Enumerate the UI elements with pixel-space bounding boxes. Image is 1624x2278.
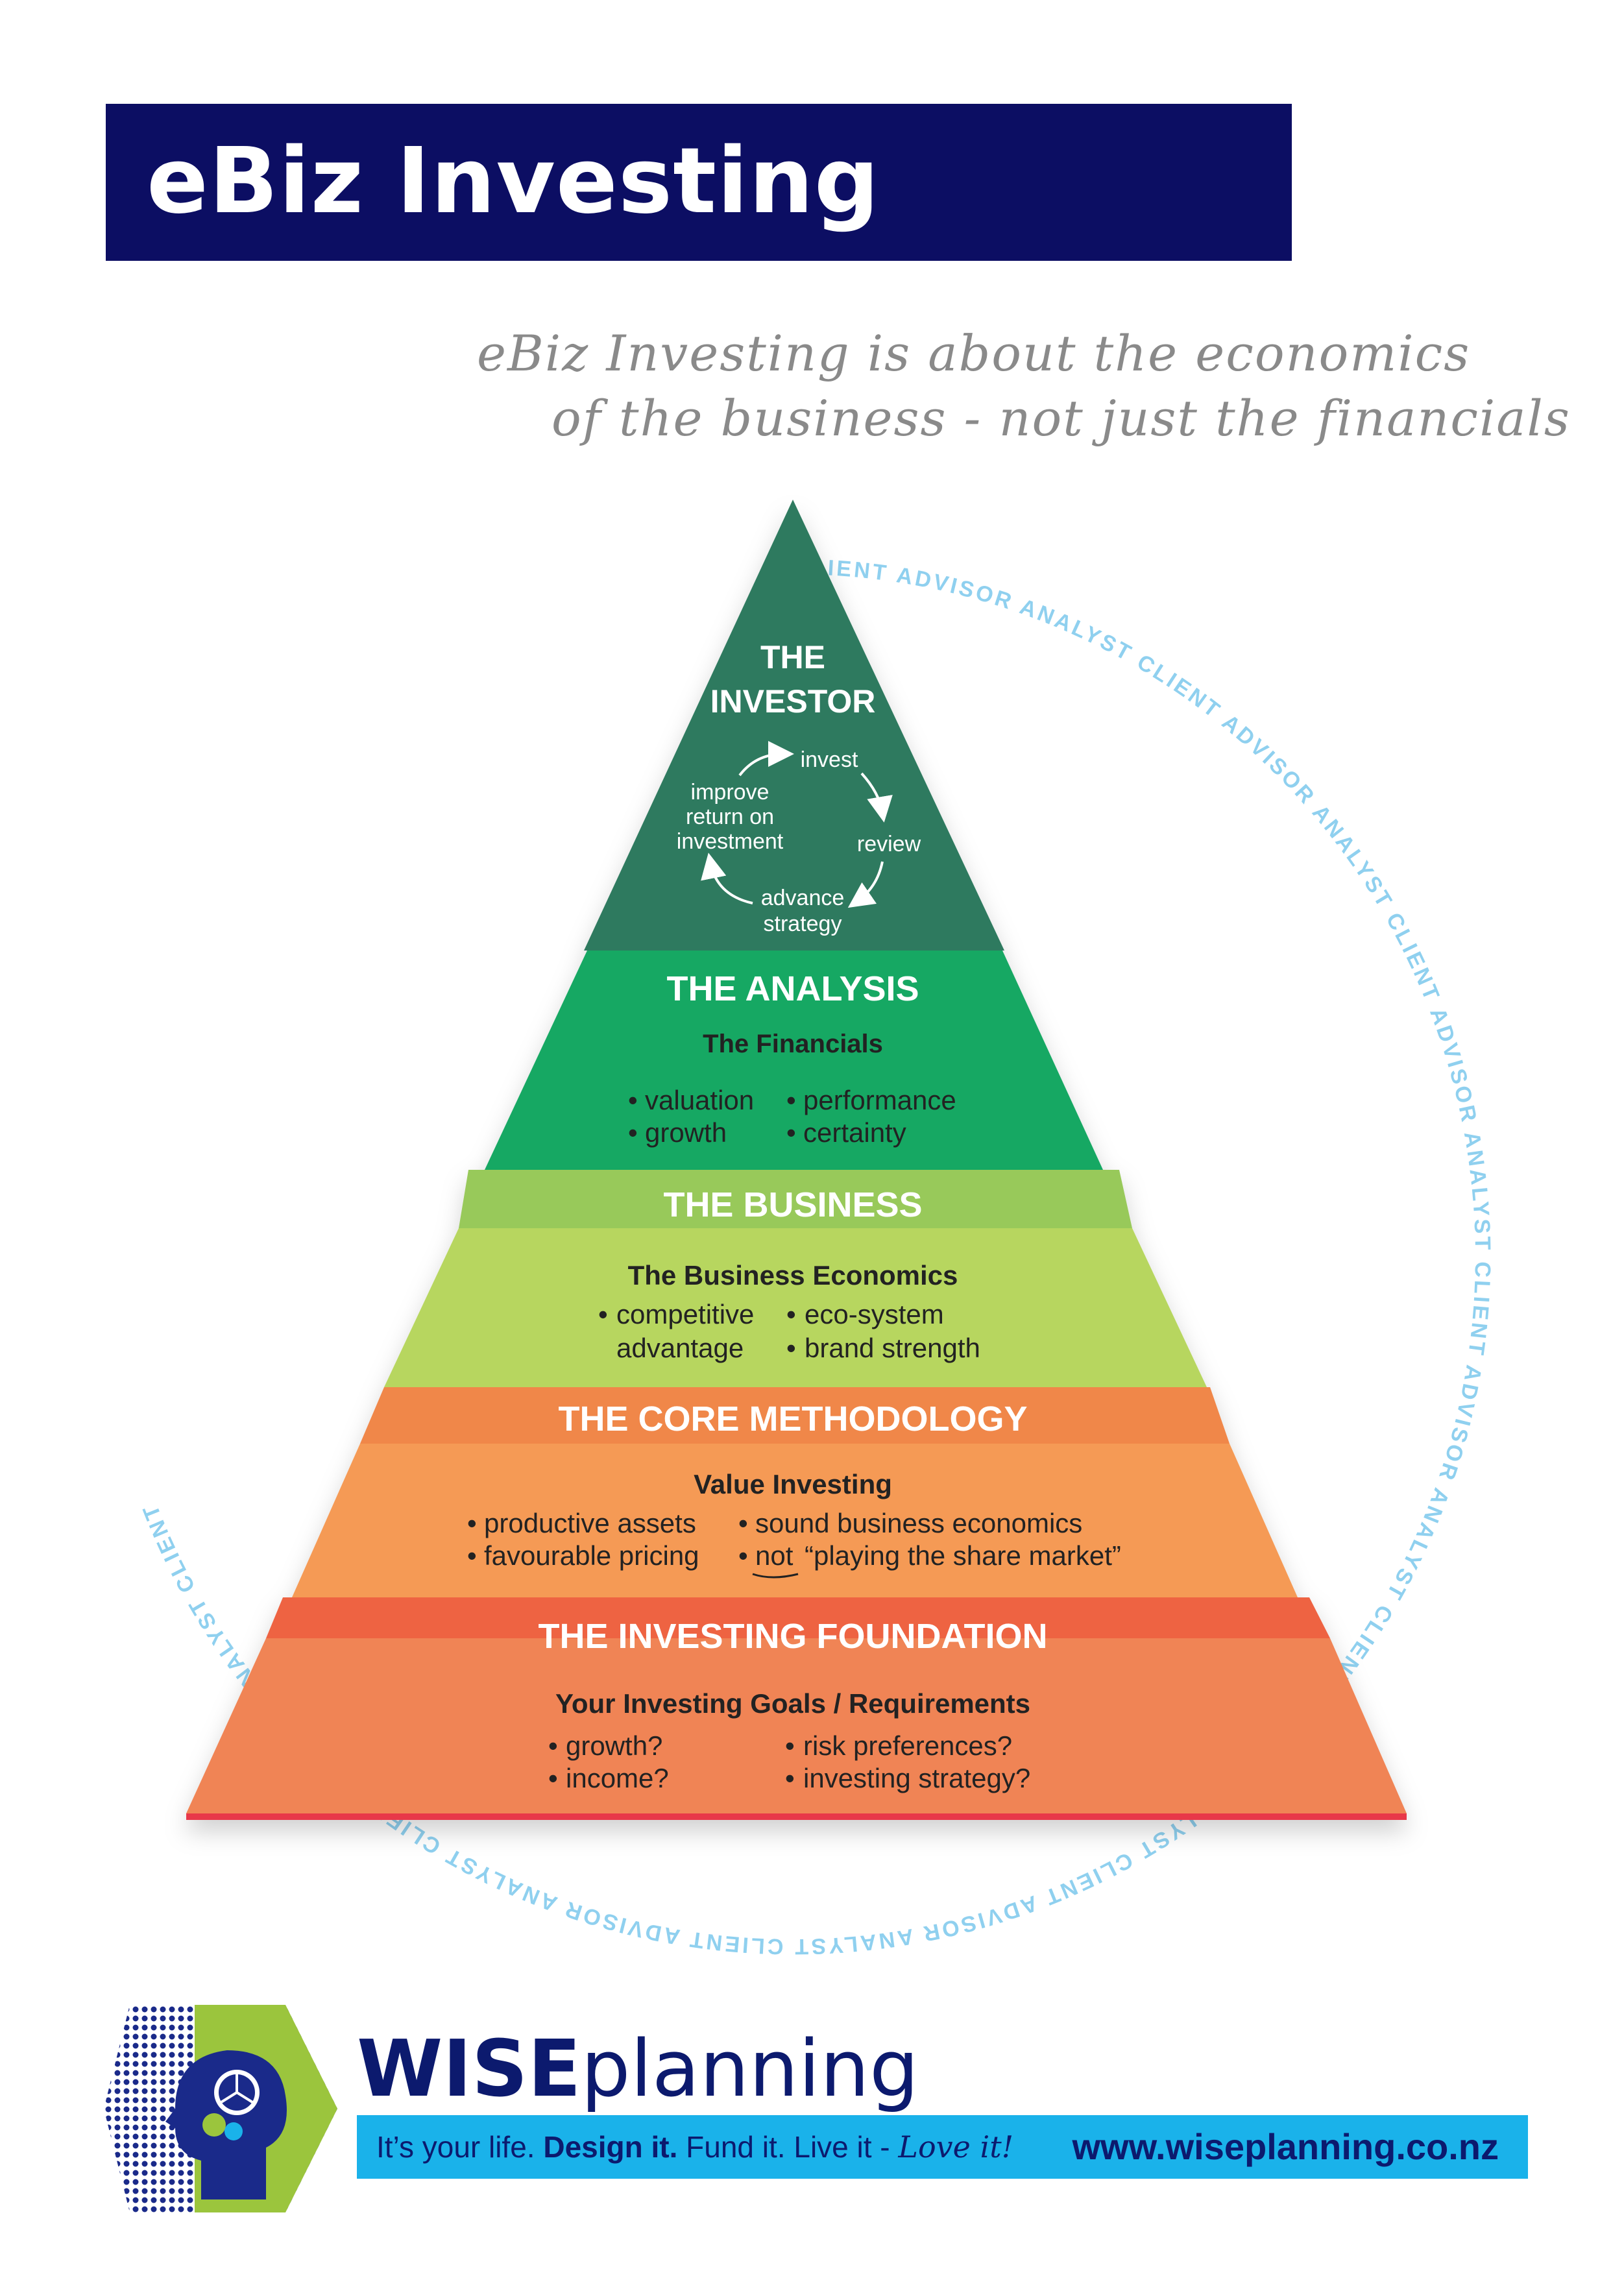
- analysis-subtitle: The Financials: [703, 1030, 883, 1058]
- foundation-item-growth: growth?: [566, 1730, 662, 1761]
- investor-title-1: THE: [760, 639, 825, 675]
- business-tier: [384, 1228, 1207, 1387]
- business-item-brand-strength: brand strength: [805, 1333, 980, 1363]
- methodology-bullet-2: •: [467, 1540, 477, 1571]
- analysis-title: THE ANALYSIS: [666, 969, 919, 1008]
- page-title: eBiz Investing: [147, 128, 880, 234]
- website-link[interactable]: www.wiseplanning.co.nz: [1072, 2126, 1499, 2167]
- foundation-subtitle: Your Investing Goals / Requirements: [555, 1688, 1030, 1719]
- foundation-bullet-1: •: [548, 1730, 558, 1761]
- business-item-advantage: advantage: [616, 1333, 744, 1363]
- slogan: It’s your life. Design it. Fund it. Live…: [376, 2129, 1013, 2164]
- business-subtitle: The Business Economics: [628, 1260, 958, 1290]
- investor-title-2: INVESTOR: [710, 683, 876, 720]
- slogan-part-2: Design it.: [543, 2130, 678, 2164]
- foundation-bullet-3: •: [785, 1730, 795, 1761]
- title-banner: eBiz Investing: [106, 104, 1292, 261]
- arrow-improve-to-invest: [738, 741, 794, 777]
- foundation-tier: [186, 1638, 1407, 1813]
- analysis-bullet-1: •: [628, 1085, 638, 1115]
- foundation-base-line: [186, 1813, 1407, 1820]
- wiseplanning-logo-icon: [104, 2005, 337, 2212]
- foundation-item-strategy: investing strategy?: [803, 1763, 1030, 1793]
- tagline-line-2: of the business - not just the financial…: [551, 389, 1571, 447]
- slogan-part-4: Love it!: [898, 2129, 1014, 2164]
- arrow-review-to-advance: [847, 861, 884, 908]
- methodology-tier: [292, 1444, 1298, 1597]
- foundation-item-income: income?: [566, 1763, 669, 1793]
- analysis-bullet-4: •: [786, 1117, 796, 1148]
- arrow-advance-to-improve: [701, 853, 753, 904]
- cycle-advance-2: strategy: [764, 912, 842, 936]
- analysis-item-performance: performance: [803, 1085, 956, 1115]
- foundation-bullet-2: •: [548, 1763, 558, 1793]
- business-bullet-2: •: [786, 1299, 796, 1329]
- analysis-tier: [485, 951, 1103, 1170]
- methodology-item-favourable-pricing: favourable pricing: [484, 1540, 699, 1571]
- analysis-item-growth: growth: [645, 1117, 727, 1148]
- foundation-item-risk: risk preferences?: [803, 1730, 1012, 1761]
- business-item-competitive: competitive: [616, 1299, 754, 1329]
- methodology-subtitle: Value Investing: [694, 1469, 892, 1499]
- business-item-eco-system: eco-system: [805, 1299, 944, 1329]
- business-title: THE BUSINESS: [663, 1185, 922, 1224]
- brand-name: WISEplanning: [357, 2024, 919, 2114]
- analysis-item-valuation: valuation: [645, 1085, 754, 1115]
- tagline-line-1: eBiz Investing is about the economics: [477, 324, 1471, 382]
- slogan-bar: It’s your life. Design it. Fund it. Live…: [357, 2115, 1528, 2179]
- methodology-item-not: not: [755, 1540, 794, 1571]
- investor-cycle: [701, 741, 893, 908]
- analysis-bullet-3: •: [786, 1085, 796, 1115]
- arrow-invest-to-review: [860, 772, 893, 823]
- analysis-item-certainty: certainty: [803, 1117, 906, 1148]
- foundation-band: [266, 1597, 1330, 1638]
- cycle-improve-3: investment: [677, 829, 784, 854]
- methodology-bullet-3: •: [738, 1508, 748, 1538]
- cycle-invest: invest: [801, 747, 858, 772]
- investor-tier: [584, 500, 1004, 951]
- brand-light: planning: [581, 2024, 919, 2114]
- foundation-bullet-4: •: [785, 1763, 795, 1793]
- cycle-review: review: [857, 832, 921, 856]
- slogan-part-1: It’s your life.: [376, 2130, 544, 2164]
- investing-pyramid-diagram: CLIENT ADVISOR ANALYST CLIENT ADVISOR AN…: [138, 500, 1492, 1959]
- methodology-title: THE CORE METHODOLOGY: [558, 1400, 1027, 1438]
- pyramid: [186, 500, 1407, 1820]
- methodology-bullet-1: •: [467, 1508, 477, 1538]
- methodology-bullet-4: •: [738, 1540, 748, 1571]
- methodology-item-productive-assets: productive assets: [484, 1508, 696, 1538]
- not-underline: [752, 1573, 799, 1579]
- analysis-bullet-2: •: [628, 1117, 638, 1148]
- cycle-improve-2: return on: [686, 805, 774, 829]
- cycle-advance-1: advance: [761, 886, 845, 910]
- slogan-part-3: Fund it. Live it -: [677, 2130, 899, 2164]
- methodology-item-sound-economics: sound business economics: [755, 1508, 1082, 1538]
- brand-bold: WISE: [357, 2024, 581, 2114]
- methodology-band: [360, 1387, 1230, 1444]
- cycle-improve-1: improve: [691, 780, 770, 805]
- business-bullet-3: •: [786, 1333, 796, 1363]
- business-bullet-1: •: [598, 1299, 608, 1329]
- business-band: [459, 1170, 1132, 1228]
- methodology-item-share-market: “playing the share market”: [805, 1540, 1121, 1571]
- foundation-title: THE INVESTING FOUNDATION: [538, 1617, 1047, 1656]
